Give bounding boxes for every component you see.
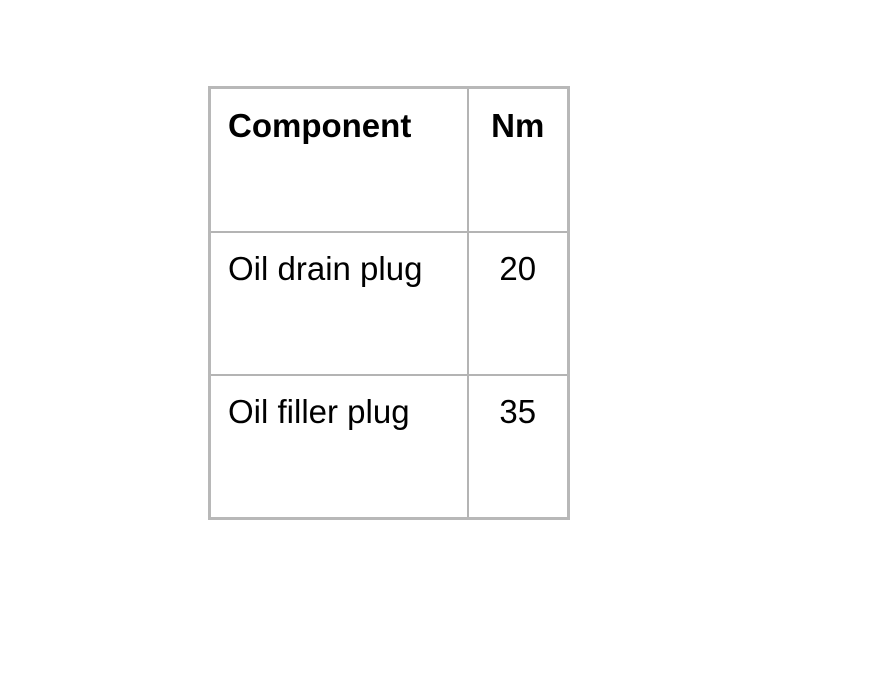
torque-value-cell: 35 [466,374,570,520]
table-row: Oil drain plug 20 [208,231,570,376]
table-header-row: Component Nm [208,86,570,233]
table-row: Oil filler plug 35 [208,374,570,520]
column-header-component: Component [208,86,469,233]
column-header-nm: Nm [466,86,570,233]
torque-value-cell: 20 [466,231,570,376]
component-cell: Oil drain plug [208,231,469,376]
torque-spec-table: Component Nm Oil drain plug 20 Oil fille… [208,86,570,520]
component-cell: Oil filler plug [208,374,469,520]
